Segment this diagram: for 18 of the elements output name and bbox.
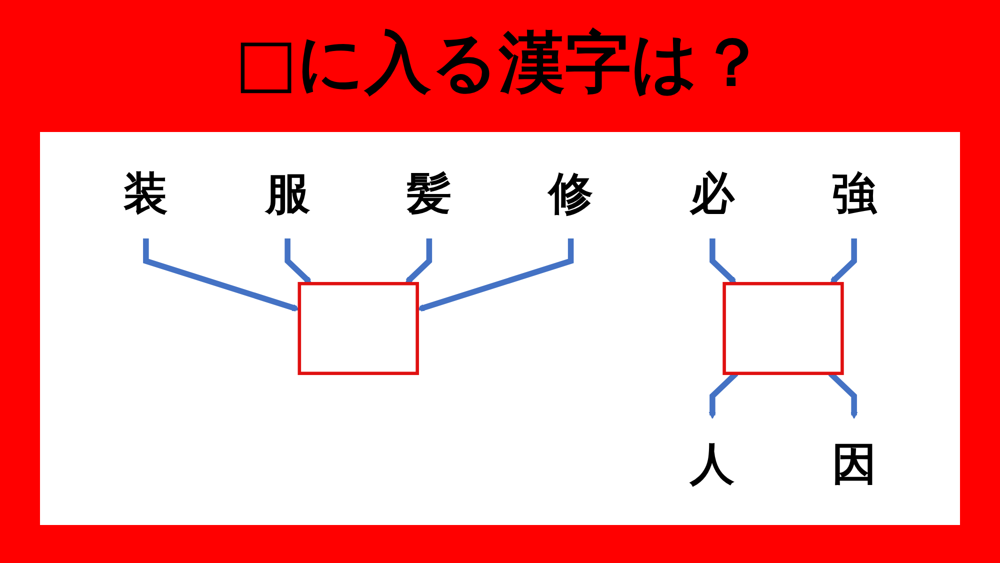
node-text: 装 <box>124 168 168 220</box>
arrow <box>143 238 300 312</box>
node-text: 必 <box>690 168 735 220</box>
arrow <box>710 238 737 284</box>
node-text: 服 <box>265 168 310 220</box>
node-box <box>298 282 419 376</box>
title: □に入る漢字は？ <box>234 23 766 103</box>
node-text: 因 <box>832 438 876 490</box>
arrow <box>417 238 574 312</box>
arrow <box>284 238 312 284</box>
node-text: 髪 <box>406 168 452 220</box>
node-box <box>722 282 844 376</box>
node-text: 修 <box>548 168 594 220</box>
arrow <box>830 238 857 284</box>
panel-background: 装 服 髪 修 必 強 人 因 <box>40 132 960 525</box>
node-text: 人 <box>690 438 735 490</box>
arrow <box>405 238 432 284</box>
node-text: 強 <box>832 168 876 220</box>
